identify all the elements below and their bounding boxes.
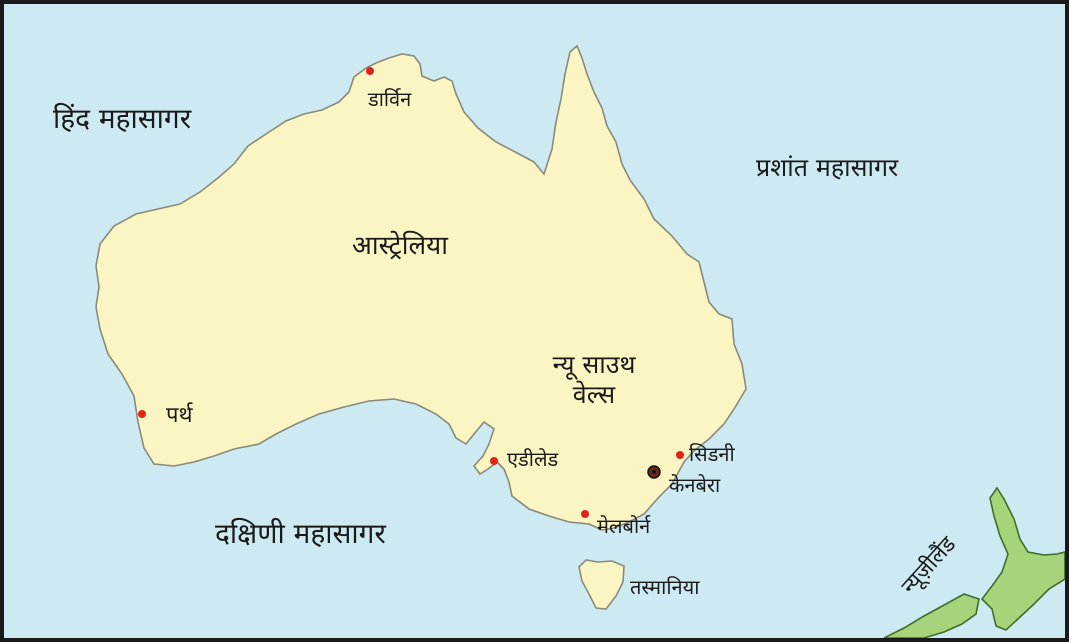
tasmania-landmass (578, 559, 625, 610)
southern-ocean-label: दक्षिणी महासागर (215, 517, 386, 550)
australia-label: आस्ट्रेलिया (352, 231, 448, 261)
tasmania-label: तस्मानिया (630, 575, 700, 599)
darwin-city-dot (366, 67, 374, 75)
melbourne-city-dot (581, 510, 589, 518)
adelaide-city-dot (490, 457, 498, 465)
canberra-label: केनबेरा (669, 473, 721, 497)
pacific-ocean-label: प्रशांत महासागर (756, 153, 899, 182)
new-zealand-south-island (883, 593, 980, 638)
map-canvas (95, 44, 1065, 638)
sydney-label: सिडनी (689, 442, 735, 466)
perth-label: पर्थ (166, 403, 193, 428)
adelaide-label: एडीलेड (507, 447, 559, 471)
new-zealand-north-island (980, 486, 1065, 631)
indian-ocean-label: हिंद महासागर (53, 102, 192, 135)
melbourne-label: मेलबोर्न (597, 514, 651, 538)
nsw-label: न्यू साउथ वेल्स (524, 350, 664, 410)
australia-landmass (95, 44, 747, 531)
nsw-label-line-1: न्यू साउथ (552, 350, 636, 379)
canberra-capital-center (652, 470, 656, 474)
darwin-label: डार्विन (368, 87, 412, 111)
nsw-label-line-2: वेल्स (572, 380, 616, 409)
perth-city-dot (138, 410, 146, 418)
sydney-city-dot (676, 451, 684, 459)
